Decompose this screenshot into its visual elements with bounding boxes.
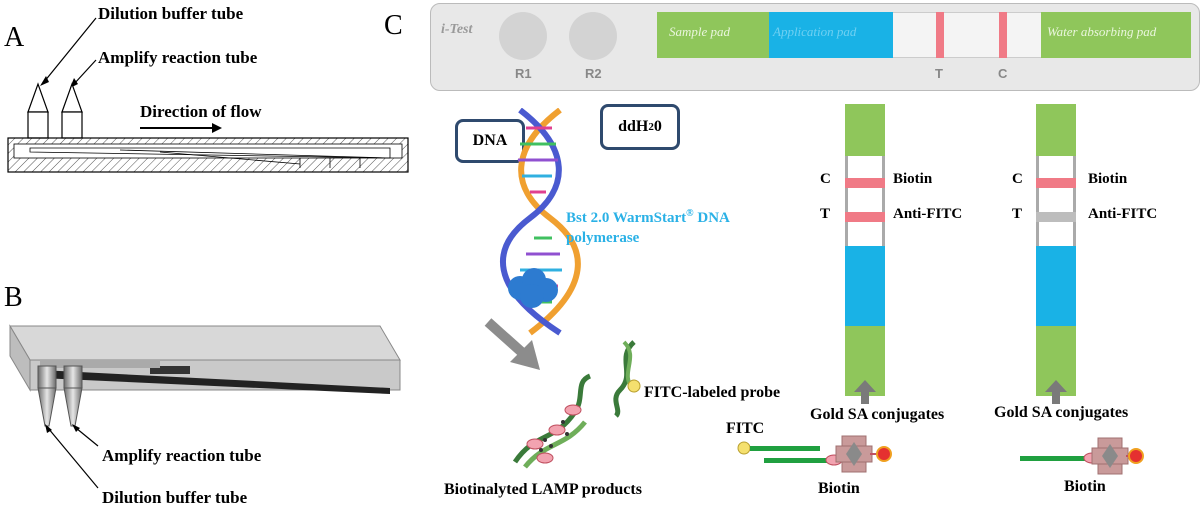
- enzyme-label: Bst 2.0 WarmStart® DNA polymerase: [566, 208, 730, 246]
- pos-biotin-bottom-label: Biotin: [818, 480, 860, 497]
- b-amplify-label: Amplify reaction tube: [102, 446, 262, 465]
- t-label: T: [935, 66, 943, 81]
- application-pad: Application pad: [769, 12, 893, 58]
- neg-biotin-label: Biotin: [1088, 171, 1128, 187]
- strip-negative: [1036, 104, 1076, 396]
- pos-conjugates-label: Gold SA conjugates: [810, 406, 945, 423]
- fitc-probe: [613, 340, 641, 418]
- neg-control-line: [1036, 178, 1076, 188]
- pos-t-label: T: [820, 206, 831, 222]
- membrane: [893, 12, 1041, 58]
- amplify-tube-tip: [61, 82, 83, 113]
- r2-well: [569, 12, 617, 60]
- neg-c-label: C: [1012, 171, 1023, 187]
- pos-anti-fitc-label: Anti-FITC: [893, 206, 963, 222]
- pos-test-line: [845, 212, 885, 222]
- lamp-products-label: Biotinalyted LAMP products: [444, 481, 642, 498]
- neg-conjugates-label: Gold SA conjugates: [994, 404, 1129, 421]
- pos-c-label: C: [820, 171, 831, 187]
- pos-up-arrow: [854, 380, 876, 404]
- test-line: [936, 12, 944, 58]
- panel-letter-b: B: [4, 282, 23, 313]
- neg-anti-fitc-label: Anti-FITC: [1088, 206, 1158, 222]
- direction-of-flow-label: Direction of flow: [140, 102, 262, 121]
- dilution-tube-tip: [27, 82, 49, 113]
- reaction-arrow: [484, 318, 540, 370]
- fitc-label: FITC: [726, 420, 765, 437]
- neg-biotin-bottom-label: Biotin: [1064, 478, 1106, 495]
- neg-t-label: T: [1012, 206, 1023, 222]
- b-dilution-tube: [37, 387, 57, 427]
- amplify-pointer-line: [73, 59, 97, 85]
- neg-up-arrow: [1045, 380, 1067, 404]
- dilution-buffer-label: Dilution buffer tube: [98, 4, 244, 23]
- water-absorbing-pad: Water absorbing pad: [1041, 12, 1191, 58]
- pos-biotin-label: Biotin: [893, 171, 933, 187]
- itest-brand: i-Test: [441, 22, 473, 37]
- pos-complex: [737, 435, 892, 473]
- b-dilution-label: Dilution buffer tube: [102, 488, 248, 507]
- strip-positive: [845, 104, 885, 396]
- panel-a-cross-section: [7, 17, 409, 173]
- pos-control-line: [845, 178, 885, 188]
- b-amplify-tube: [63, 387, 83, 427]
- r1-well: [499, 12, 547, 60]
- control-line: [999, 12, 1007, 58]
- r1-label: R1: [515, 66, 532, 81]
- dilution-pointer-line: [43, 17, 97, 83]
- panel-letter-c: C: [384, 10, 403, 41]
- amplify-reaction-label: Amplify reaction tube: [98, 48, 258, 67]
- panel-letter-a: A: [4, 22, 25, 53]
- dna-box: DNA: [455, 119, 525, 163]
- c-label: C: [998, 66, 1008, 81]
- sample-pad: Sample pad: [657, 12, 769, 58]
- r2-label: R2: [585, 66, 602, 81]
- fitc-probe-label: FITC-labeled probe: [644, 384, 781, 401]
- polymerase-cloud: [508, 268, 558, 308]
- dna-helix: [499, 108, 581, 336]
- panel-b-3d-device: [9, 324, 401, 489]
- neg-complex: [1020, 437, 1144, 475]
- lamp-products: [512, 373, 592, 469]
- itest-cartridge: i-Test R1 R2 Sample pad Application pad …: [430, 3, 1200, 91]
- neg-test-line: [1036, 212, 1076, 222]
